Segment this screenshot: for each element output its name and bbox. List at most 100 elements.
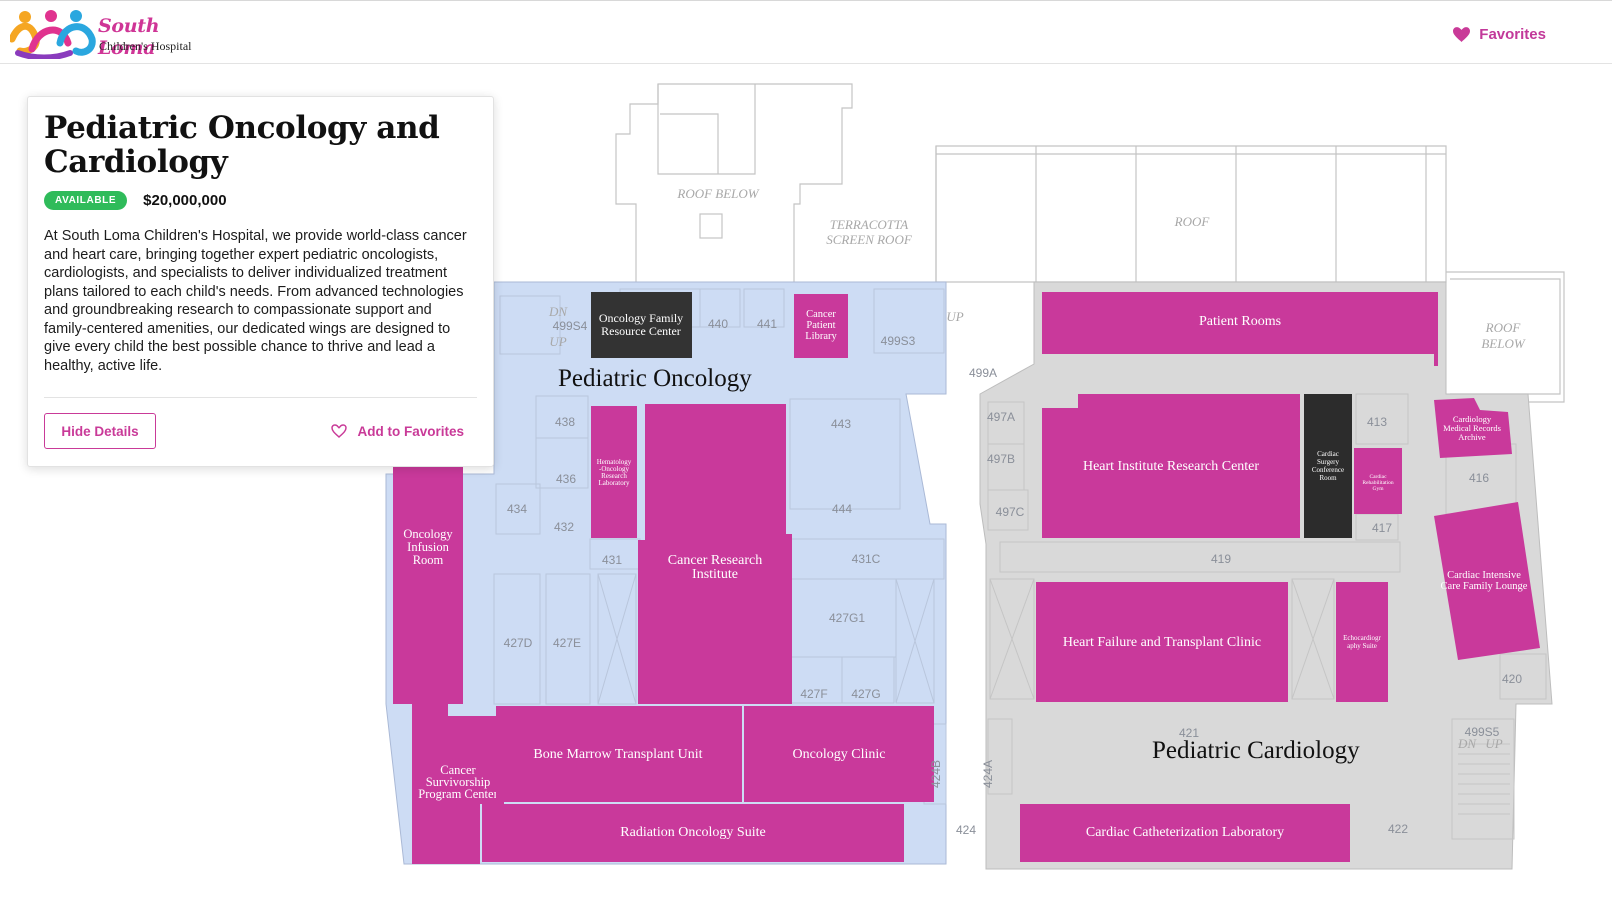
logo-name: South Loma: [98, 15, 160, 59]
svg-text:434: 434: [507, 502, 527, 516]
room-numbers: 499S4 440 441 499S3 499A 438 436 434 432…: [504, 317, 1523, 837]
card-divider: [44, 397, 477, 398]
svg-text:436: 436: [556, 472, 576, 486]
svg-text:Heart Institute Research Cente: Heart Institute Research Center: [1083, 459, 1259, 474]
svg-text:438: 438: [555, 415, 575, 429]
logo-subtitle: Children's Hospital: [99, 39, 192, 53]
svg-text:431C: 431C: [852, 552, 881, 566]
price-label: $20,000,000: [143, 192, 227, 209]
room-heart-failure-and-transplant-clinic[interactable]: Heart Failure and Transplant Clinic: [1036, 582, 1288, 702]
heart-outline-icon: [331, 424, 348, 438]
svg-text:427G1: 427G1: [829, 611, 865, 625]
svg-text:499A: 499A: [969, 366, 997, 380]
hospital-logo[interactable]: South Loma Children's Hospital: [10, 9, 210, 59]
status-badge: AVAILABLE: [44, 191, 128, 210]
svg-text:440: 440: [708, 317, 728, 331]
favorites-label: Favorites: [1479, 25, 1546, 43]
svg-text:497C: 497C: [996, 505, 1025, 519]
roof-label: BELOW: [1481, 336, 1526, 351]
svg-text:441: 441: [757, 317, 777, 331]
details-card: Pediatric Oncology and Cardiology AVAILA…: [27, 96, 494, 467]
svg-text:424B: 424B: [929, 760, 943, 788]
svg-text:497B: 497B: [987, 452, 1015, 466]
svg-text:Radiation Oncology Suite: Radiation Oncology Suite: [620, 825, 765, 840]
heart-icon: [1453, 26, 1471, 42]
roof-label: ROOF: [1485, 320, 1522, 335]
svg-text:427E: 427E: [553, 636, 581, 650]
room-patient-rooms[interactable]: Patient Rooms: [1042, 292, 1438, 366]
stair-label: DN: [1457, 736, 1477, 751]
svg-text:421: 421: [1179, 726, 1199, 740]
svg-text:427D: 427D: [504, 636, 533, 650]
room-radiation-oncology-suite[interactable]: Radiation Oncology Suite: [482, 804, 904, 862]
svg-text:Bone Marrow Transplant Unit: Bone Marrow Transplant Unit: [533, 747, 702, 762]
favorites-link[interactable]: Favorites: [1453, 21, 1546, 47]
svg-text:Patient Rooms: Patient Rooms: [1199, 314, 1281, 329]
room-heart-institute-research-center[interactable]: Heart Institute Research Center: [1042, 394, 1300, 538]
roof-label: SCREEN ROOF: [826, 232, 913, 247]
room-bone-marrow-transplant-unit[interactable]: Bone Marrow Transplant Unit: [496, 706, 742, 802]
room-oncology-clinic[interactable]: Oncology Clinic: [744, 706, 934, 802]
svg-text:Cardiac Catheterization Labora: Cardiac Catheterization Laboratory: [1086, 825, 1284, 840]
children-figures-logo-icon: [10, 10, 96, 59]
svg-text:Heart Failure and Transplant C: Heart Failure and Transplant Clinic: [1063, 635, 1261, 650]
svg-text:499S5: 499S5: [1465, 725, 1500, 739]
svg-text:443: 443: [831, 417, 851, 431]
svg-text:497A: 497A: [987, 410, 1015, 424]
svg-text:427F: 427F: [800, 687, 827, 701]
stair-label: UP: [946, 309, 963, 324]
stair-label: UP: [1485, 736, 1502, 751]
svg-text:419: 419: [1211, 552, 1231, 566]
svg-text:416: 416: [1469, 471, 1489, 485]
svg-text:432: 432: [554, 520, 574, 534]
svg-text:499S3: 499S3: [881, 334, 916, 348]
svg-text:424: 424: [956, 823, 976, 837]
add-to-favorites-label: Add to Favorites: [357, 423, 464, 439]
svg-text:417: 417: [1372, 521, 1392, 535]
svg-text:422: 422: [1388, 822, 1408, 836]
site-header: South Loma Children's Hospital Favorites: [0, 0, 1612, 64]
svg-text:499S4: 499S4: [553, 319, 588, 333]
add-to-favorites-button[interactable]: Add to Favorites: [331, 424, 464, 439]
roof-label: ROOF BELOW: [676, 186, 759, 201]
svg-text:431: 431: [602, 553, 622, 567]
card-title: Pediatric Oncology and Cardiology: [44, 110, 440, 180]
room-cardiac-catheterization-laboratory[interactable]: Cardiac Catheterization Laboratory: [1020, 804, 1350, 862]
status-row: AVAILABLE $20,000,000: [44, 191, 477, 210]
svg-text:413: 413: [1367, 415, 1387, 429]
card-actions: Hide Details Add to Favorites: [44, 413, 477, 449]
svg-text:444: 444: [832, 502, 852, 516]
wing-label-pediatric-cardiology: Pediatric Cardiology: [1152, 737, 1360, 764]
svg-text:Oncology Clinic: Oncology Clinic: [793, 747, 886, 762]
hide-details-button[interactable]: Hide Details: [44, 413, 156, 449]
svg-text:420: 420: [1502, 672, 1522, 686]
wing-label-pediatric-oncology: Pediatric Oncology: [558, 365, 752, 392]
card-description: At South Loma Children's Hospital, we pr…: [44, 228, 467, 374]
roof-label: ROOF: [1174, 214, 1211, 229]
roof-label: TERRACOTTA: [830, 217, 909, 232]
svg-text:427G: 427G: [851, 687, 880, 701]
stair-label: DN: [548, 304, 568, 319]
